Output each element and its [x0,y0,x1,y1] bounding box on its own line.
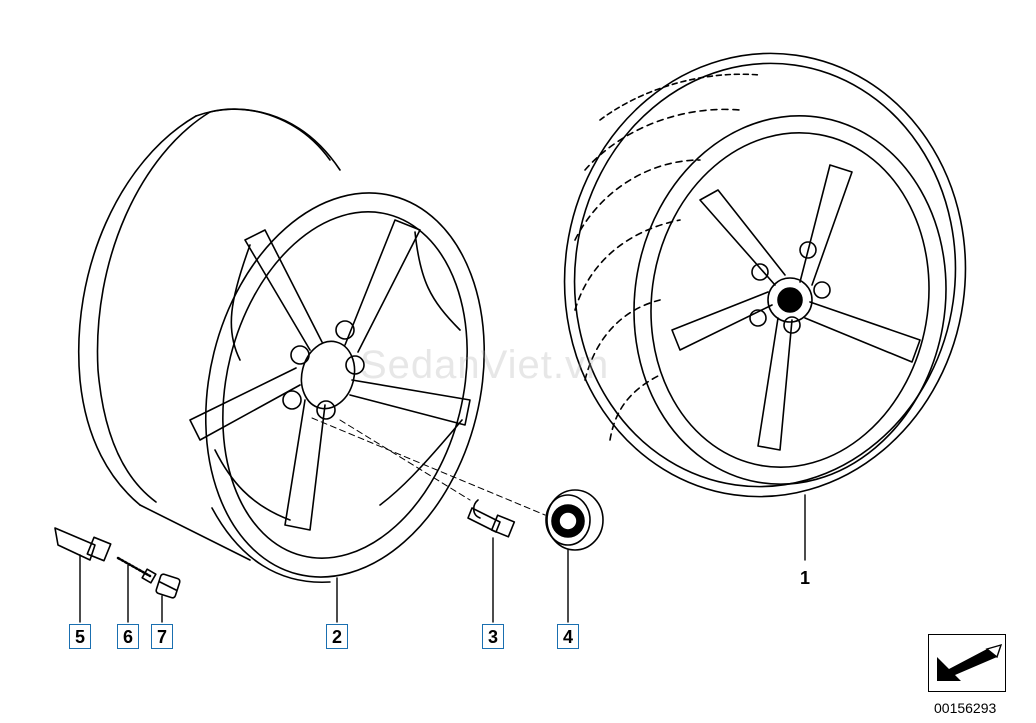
part-label-6[interactable]: 6 [117,624,140,649]
part-label-7[interactable]: 7 [151,624,174,649]
arrow-icon [937,643,1003,681]
rim-drawing [78,108,486,583]
hub-cap-drawing [545,489,604,551]
wheel-bolt-drawing [467,499,516,538]
complete-wheel-drawing [563,52,967,498]
part-label-1[interactable]: 1 [800,568,811,588]
diagram-id: 00156293 [934,700,997,716]
valve-stem-drawing [54,527,112,562]
valve-cap-drawing [155,573,181,599]
navigation-arrow-box[interactable] [928,634,1006,692]
part-label-2[interactable]: 2 [326,624,349,649]
valve-insert-drawing [116,556,157,584]
part-label-4[interactable]: 4 [557,624,580,649]
part-label-3[interactable]: 3 [482,624,505,649]
part-label-5[interactable]: 5 [69,624,92,649]
watermark: SedanViet.vn [360,343,610,387]
